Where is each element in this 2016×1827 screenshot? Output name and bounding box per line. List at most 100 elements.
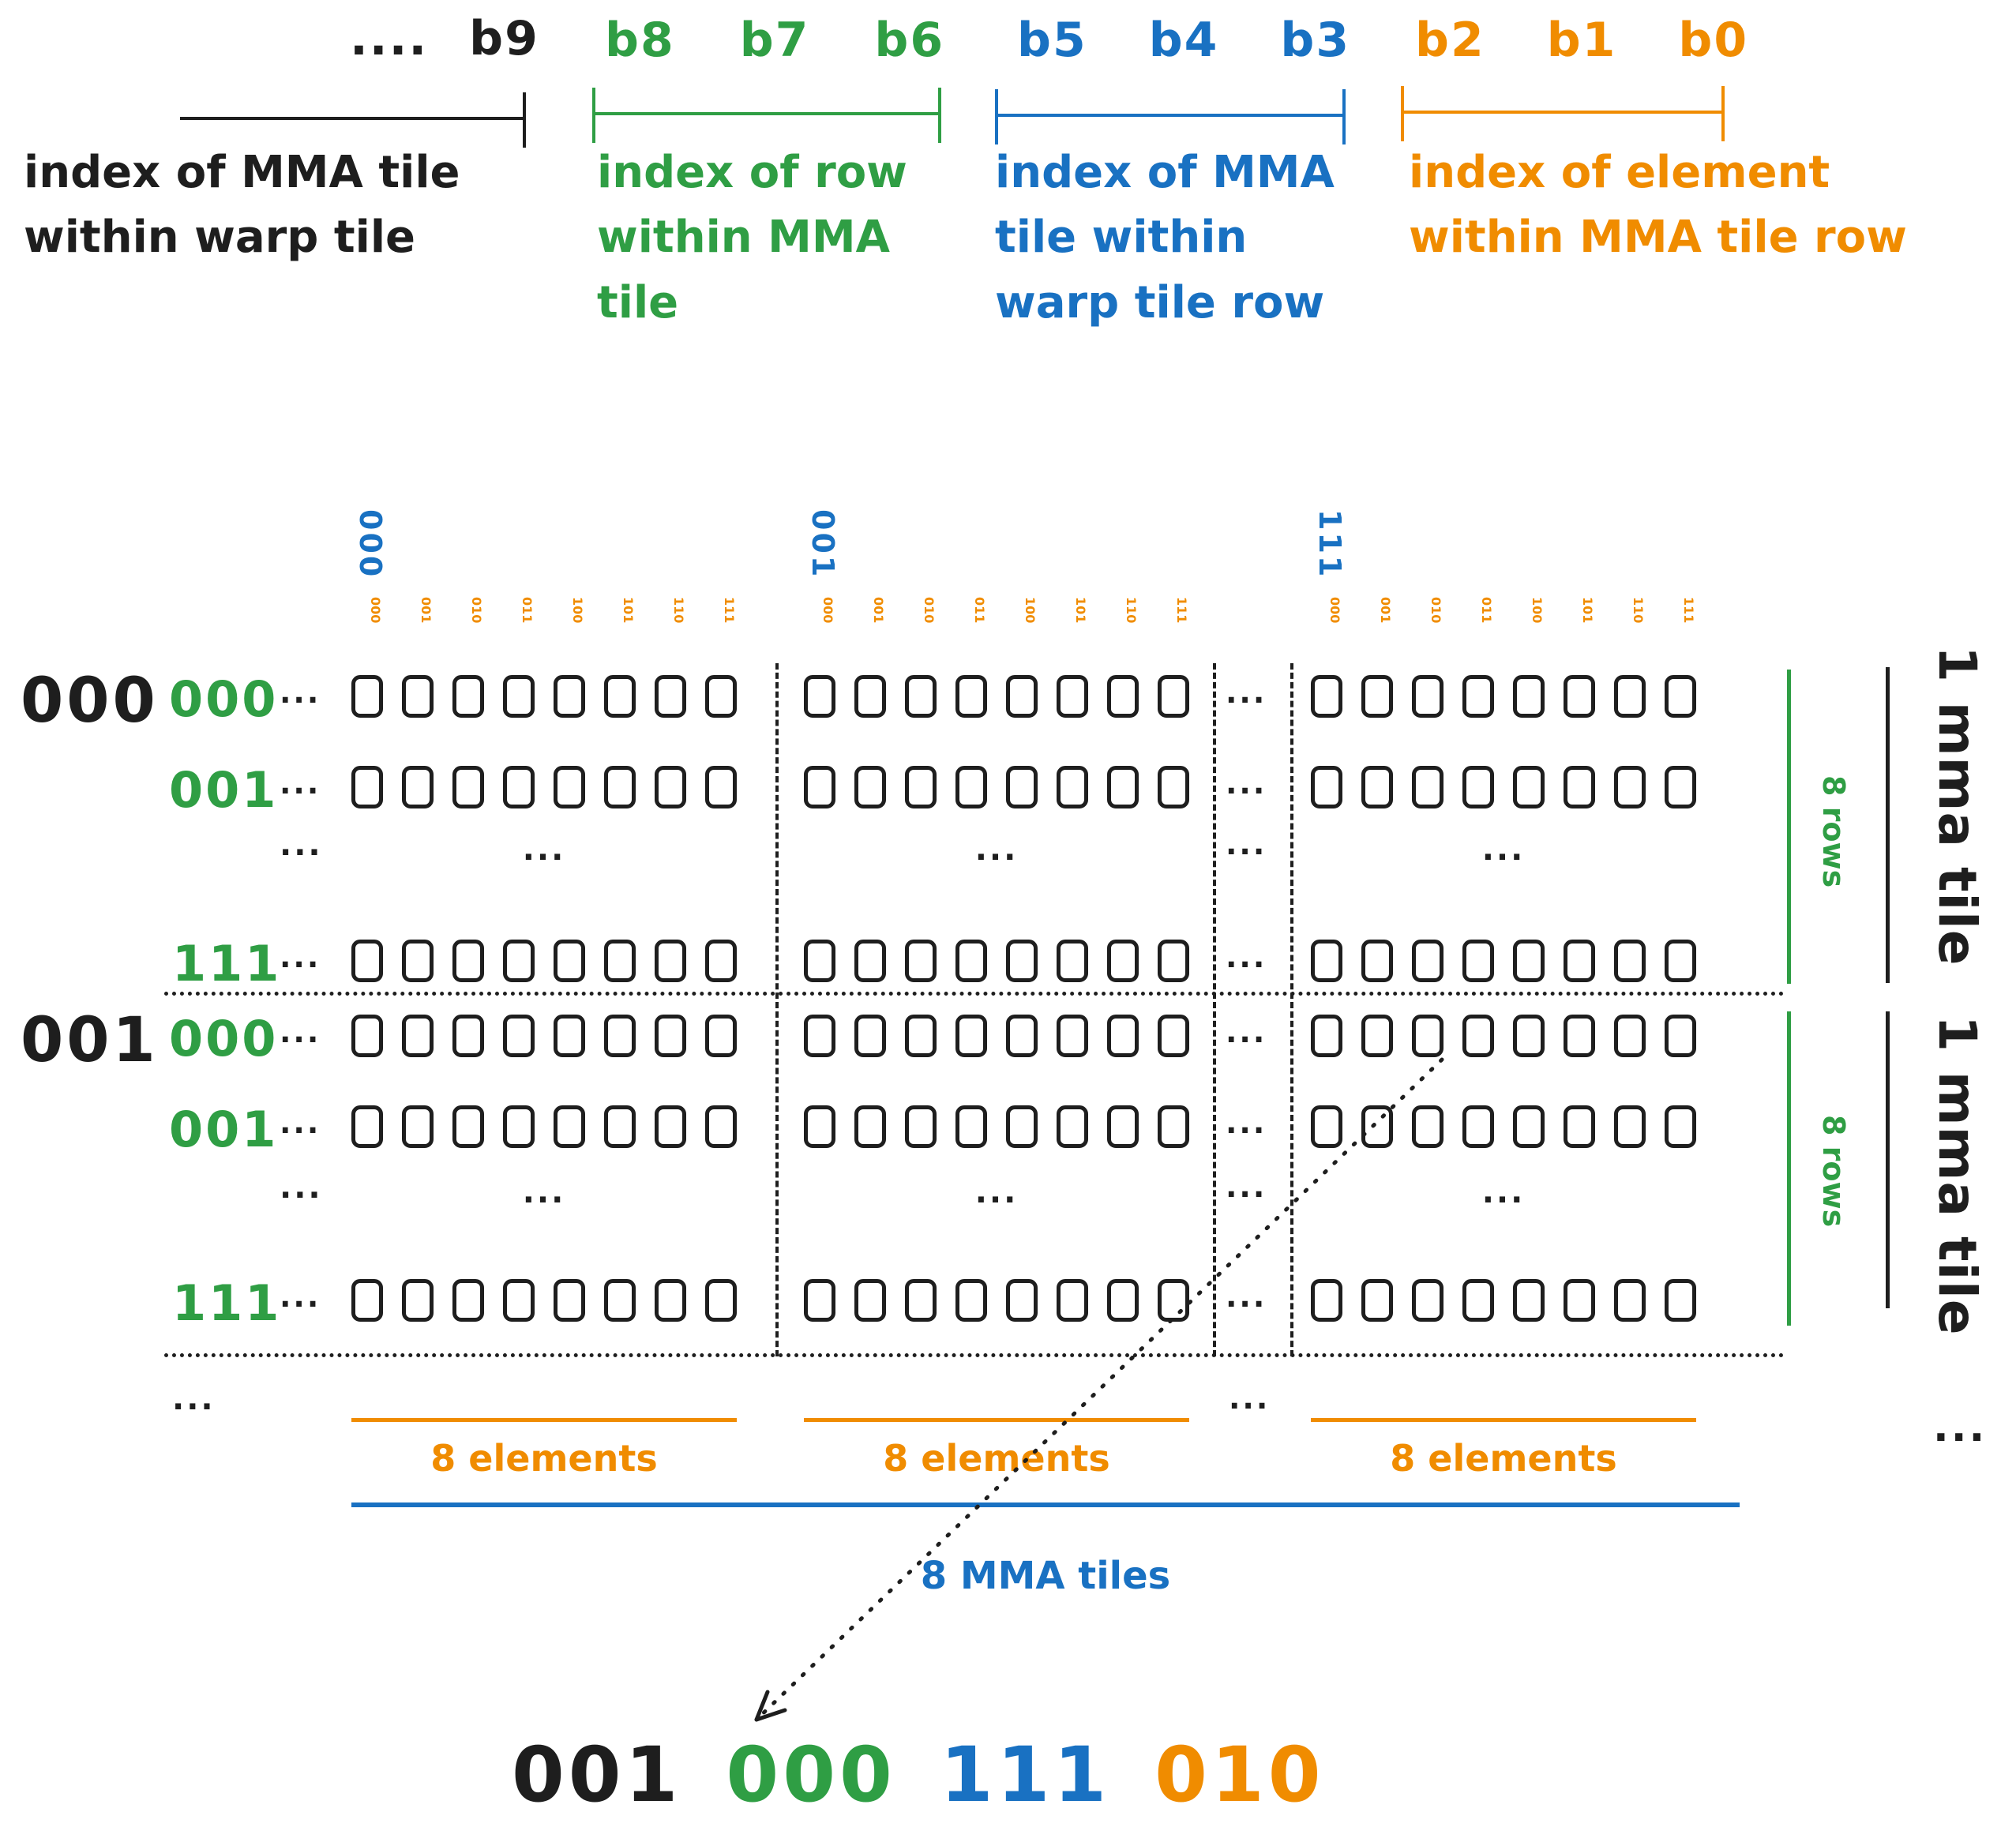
element-box [1412,1279,1443,1322]
result-element: 010 [1154,1731,1325,1819]
mma-tile-boxes [1311,1015,1696,1057]
ellipsis-more-tile-rows: ... [1933,1404,1988,1451]
element-col-header: 011 [972,597,987,624]
result-bits: 001 000 111 010 [512,1731,1325,1819]
element-box [955,1015,987,1057]
element-box [1614,1279,1646,1322]
ellipsis-gap: ... [1226,940,1267,974]
legend-label-line: within MMA [597,212,890,264]
element-box [1665,940,1696,982]
ellipsis-left: ... [280,766,321,801]
rows-brace-line [1787,1011,1791,1326]
element-box [854,940,886,982]
legend-label-line: within MMA tile row [1409,212,1907,264]
element-box [705,766,737,808]
bit-label: b4 [1148,13,1219,68]
element-box [655,675,686,718]
legend-label-warp: index of MMA tile within warp tile [24,141,460,271]
element-box [452,940,484,982]
element-col-header: 001 [871,597,886,624]
element-box [1614,940,1646,982]
mma-tile-boxes [351,1015,737,1057]
mma-tiles-brace-line [351,1502,1740,1507]
element-box [1462,1015,1494,1057]
element-box [1107,1015,1139,1057]
result-row-in-tile: 000 [726,1731,896,1819]
element-box [503,1105,535,1148]
element-box [854,766,886,808]
element-box [554,940,585,982]
mma-tile-boxes [804,940,1189,982]
element-box [905,1015,937,1057]
element-box [1158,1279,1189,1322]
element-box [1462,1105,1494,1148]
element-box [705,1105,737,1148]
elements-brace-label: 8 elements [1390,1437,1617,1480]
element-box [1311,1015,1342,1057]
element-box [503,766,535,808]
element-box [1107,1279,1139,1322]
element-box [955,1279,987,1322]
element-col-header: 011 [520,597,535,624]
element-box [1665,1105,1696,1148]
element-col-header: 001 [419,597,434,624]
element-box [705,675,737,718]
ellipsis-gap: ... [1226,675,1267,710]
bracket-row [592,88,941,143]
element-box [1311,675,1342,718]
bit-label: b1 [1546,13,1617,68]
element-box [1614,1105,1646,1148]
element-box [1513,766,1545,808]
element-box [1057,675,1088,718]
elements-brace-line [804,1418,1189,1422]
element-box [402,940,434,982]
bit-label: b9 [469,11,539,66]
element-box [1006,940,1038,982]
bit-label: b7 [739,13,810,68]
ellipsis-rows: ... [522,831,566,868]
ellipsis-gap: ... [1226,827,1267,861]
element-box [705,1279,737,1322]
element-col-header: 101 [1073,597,1088,624]
element-box [854,675,886,718]
tile-brace-label: 1 mma tile [1927,646,1988,966]
element-box [1057,1279,1088,1322]
mma-tile-boxes [1311,1105,1696,1148]
element-col-header: 110 [671,597,686,624]
element-box [1006,675,1038,718]
element-box [1006,1015,1038,1057]
element-box [351,675,383,718]
mma-tile-boxes [1311,675,1696,718]
mma-tile-boxes [1311,766,1696,808]
element-col-header: 010 [1428,597,1443,624]
element-box [1412,1015,1443,1057]
element-box [402,766,434,808]
element-box [1462,675,1494,718]
element-box [1006,1279,1038,1322]
element-box [351,1105,383,1148]
element-col-header: 000 [368,597,383,624]
mma-tile-boxes [351,1105,737,1148]
element-box [1513,1015,1545,1057]
element-box [1057,1105,1088,1148]
element-box [1564,1279,1595,1322]
element-box [604,1105,636,1148]
element-box [1361,1279,1393,1322]
element-box [1158,1015,1189,1057]
element-box [351,940,383,982]
element-box [905,766,937,808]
mma-tiles-brace-label: 8 MMA tiles [920,1554,1171,1598]
row-label: 001 [169,761,279,819]
element-box [503,1015,535,1057]
mma-tile-boxes [804,1015,1189,1057]
element-box [854,1279,886,1322]
elements-brace-label: 8 elements [883,1437,1110,1480]
ellipsis-left: ... [280,940,321,974]
mma-tile-boxes [804,766,1189,808]
element-col-header: 000 [1327,597,1342,624]
element-col-header: 000 [820,597,835,624]
bit-label: b0 [1678,13,1749,68]
